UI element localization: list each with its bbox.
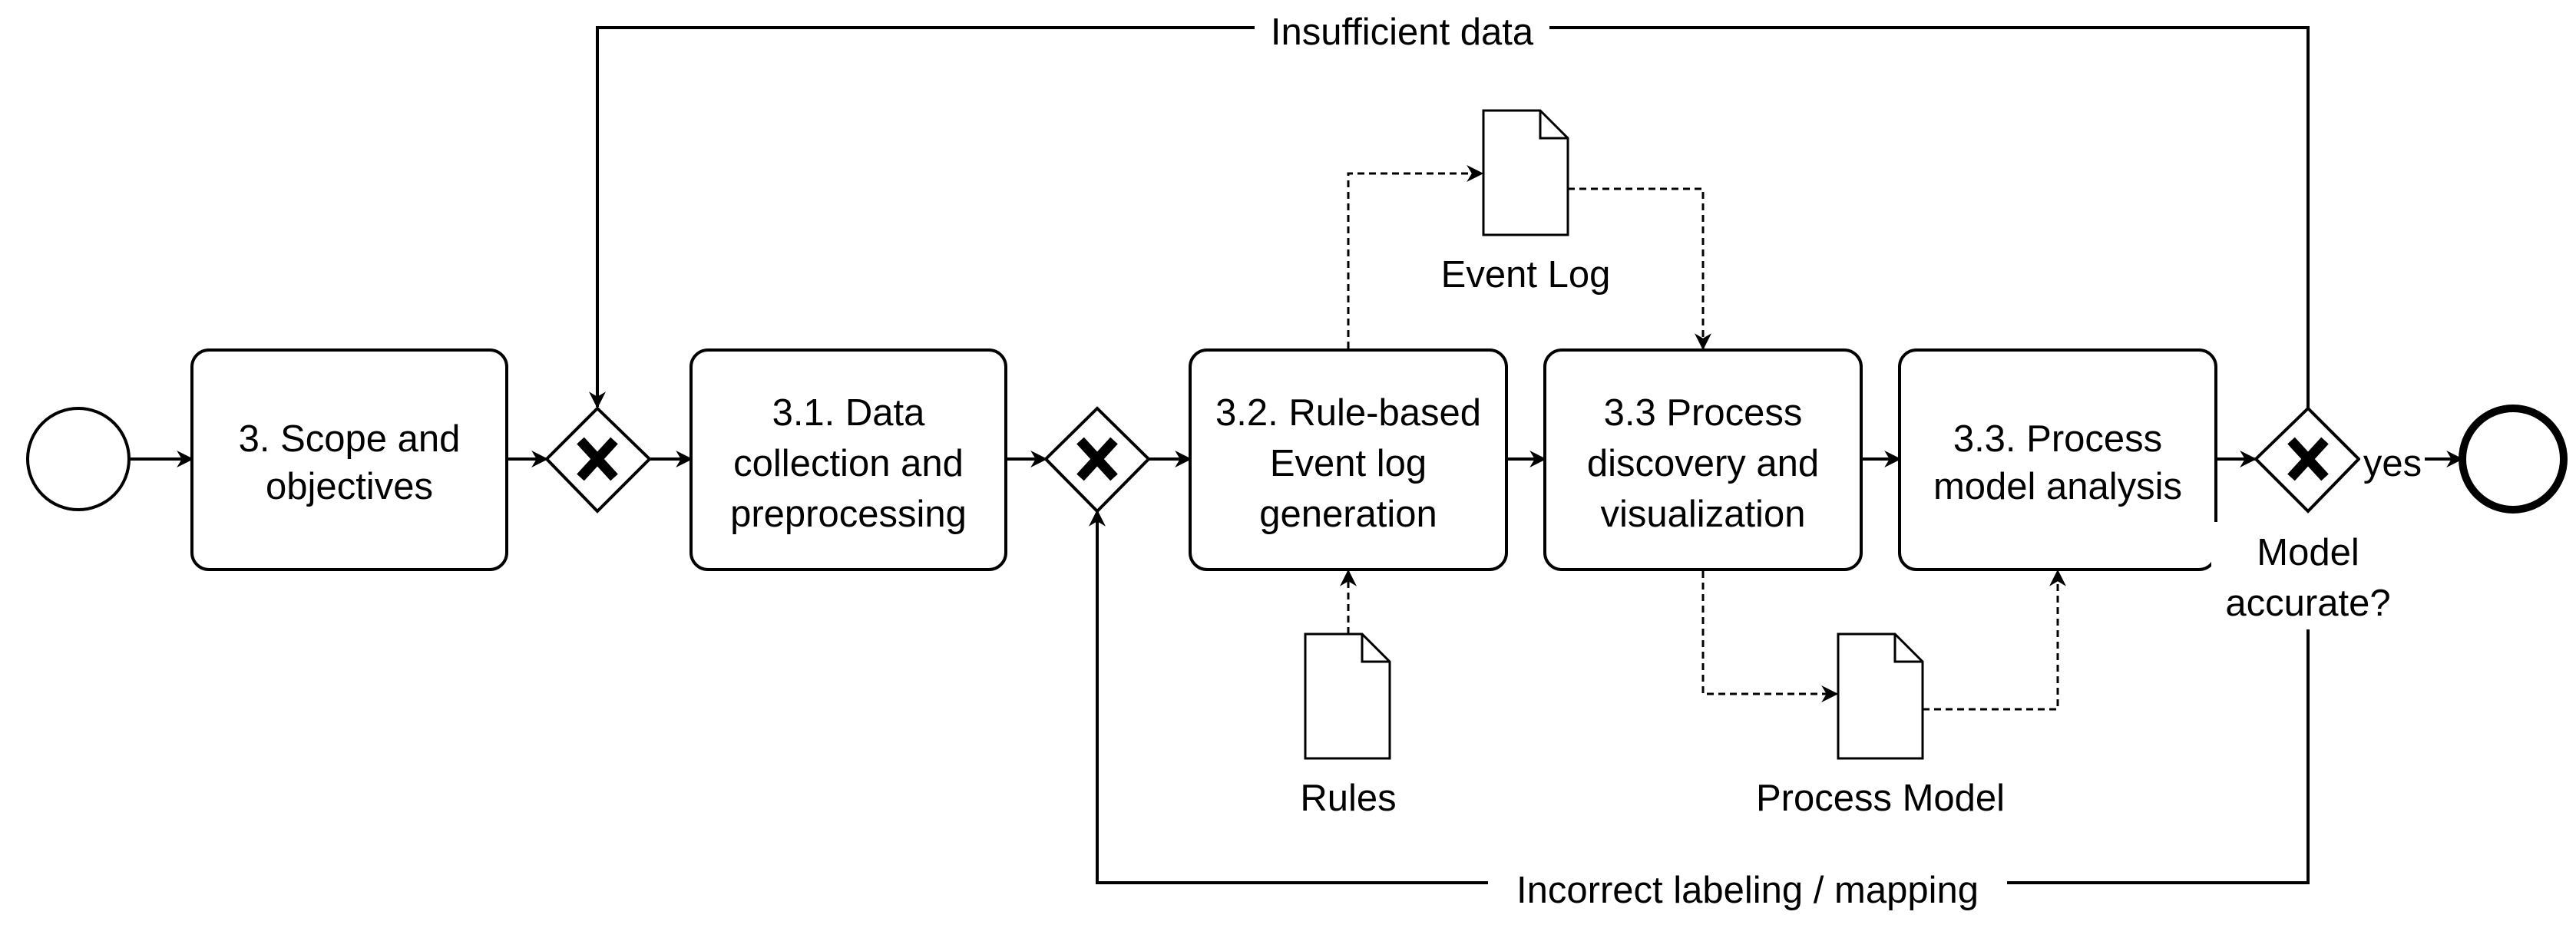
yes-label-bg	[2360, 442, 2425, 481]
gateway-merge-1	[544, 406, 652, 514]
start-event	[26, 407, 131, 511]
task-scope-line-2: objectives	[266, 466, 433, 507]
task-analyze: 3.3. Process model analysis	[1898, 348, 2217, 571]
data-associations	[1340, 165, 2066, 711]
insufficient-data-label: Insufficient data	[1271, 12, 1534, 53]
document-icon	[1482, 109, 1569, 236]
gateway-decision	[2254, 406, 2361, 514]
gateway-question-bg	[2211, 522, 2403, 629]
process-model-label: Process Model	[1756, 778, 2005, 819]
gateway-merge-2	[1043, 406, 1151, 514]
document-event-log: Event Log	[1441, 109, 1611, 296]
task-discover-line-1: 3.3 Process	[1604, 392, 1803, 434]
assoc-processmodel-to-analyze	[1923, 569, 2066, 711]
document-icon	[1837, 632, 1924, 760]
task-analyze-line-1: 3.3. Process	[1953, 418, 2162, 460]
task-analyze-line-2: model analysis	[1933, 466, 2182, 507]
rules-label: Rules	[1300, 778, 1396, 819]
task-scope: 3. Scope and objectives	[190, 348, 508, 571]
task-scope-line-1: 3. Scope and	[239, 418, 461, 460]
event-log-label: Event Log	[1441, 254, 1611, 296]
task-discover-line-2: discovery and	[1587, 443, 1819, 484]
assoc-generate-to-eventlog	[1347, 165, 1484, 348]
task-generate-line-1: 3.2. Rule-based	[1215, 392, 1481, 434]
task-discover: 3.3 Process discovery and visualization	[1543, 348, 1863, 571]
incorrect-label-bg	[1488, 863, 2007, 906]
end-event	[2459, 405, 2568, 514]
insufficient-label-bg	[1255, 6, 1549, 49]
gateway-x-icon	[2287, 437, 2329, 481]
task-discover-line-3: visualization	[1601, 494, 1806, 535]
document-process-model: Process Model	[1756, 632, 2005, 819]
task-generate-line-3: generation	[1259, 494, 1437, 535]
task-generate-line-2: Event log	[1270, 443, 1427, 484]
yes-label: yes	[2363, 443, 2422, 484]
document-icon	[1304, 632, 1391, 760]
task-collect-line-2: collection and	[733, 443, 964, 484]
task-generate: 3.2. Rule-based Event log generation	[1189, 348, 1508, 571]
task-collect: 3.1. Data collection and preprocessing	[689, 348, 1007, 571]
gateway-question-line-1: Model	[2257, 532, 2359, 573]
incorrect-labeling-label: Incorrect labeling / mapping	[1516, 870, 1979, 911]
gateway-x-icon	[577, 437, 618, 481]
gateway-x-icon	[1076, 437, 1118, 481]
task-collect-line-3: preprocessing	[730, 494, 967, 535]
task-collect-line-1: 3.1. Data	[772, 392, 926, 434]
assoc-discover-to-processmodel	[1701, 571, 1839, 702]
gateway-question-line-2: accurate?	[2225, 583, 2390, 624]
document-rules: Rules	[1300, 632, 1397, 819]
